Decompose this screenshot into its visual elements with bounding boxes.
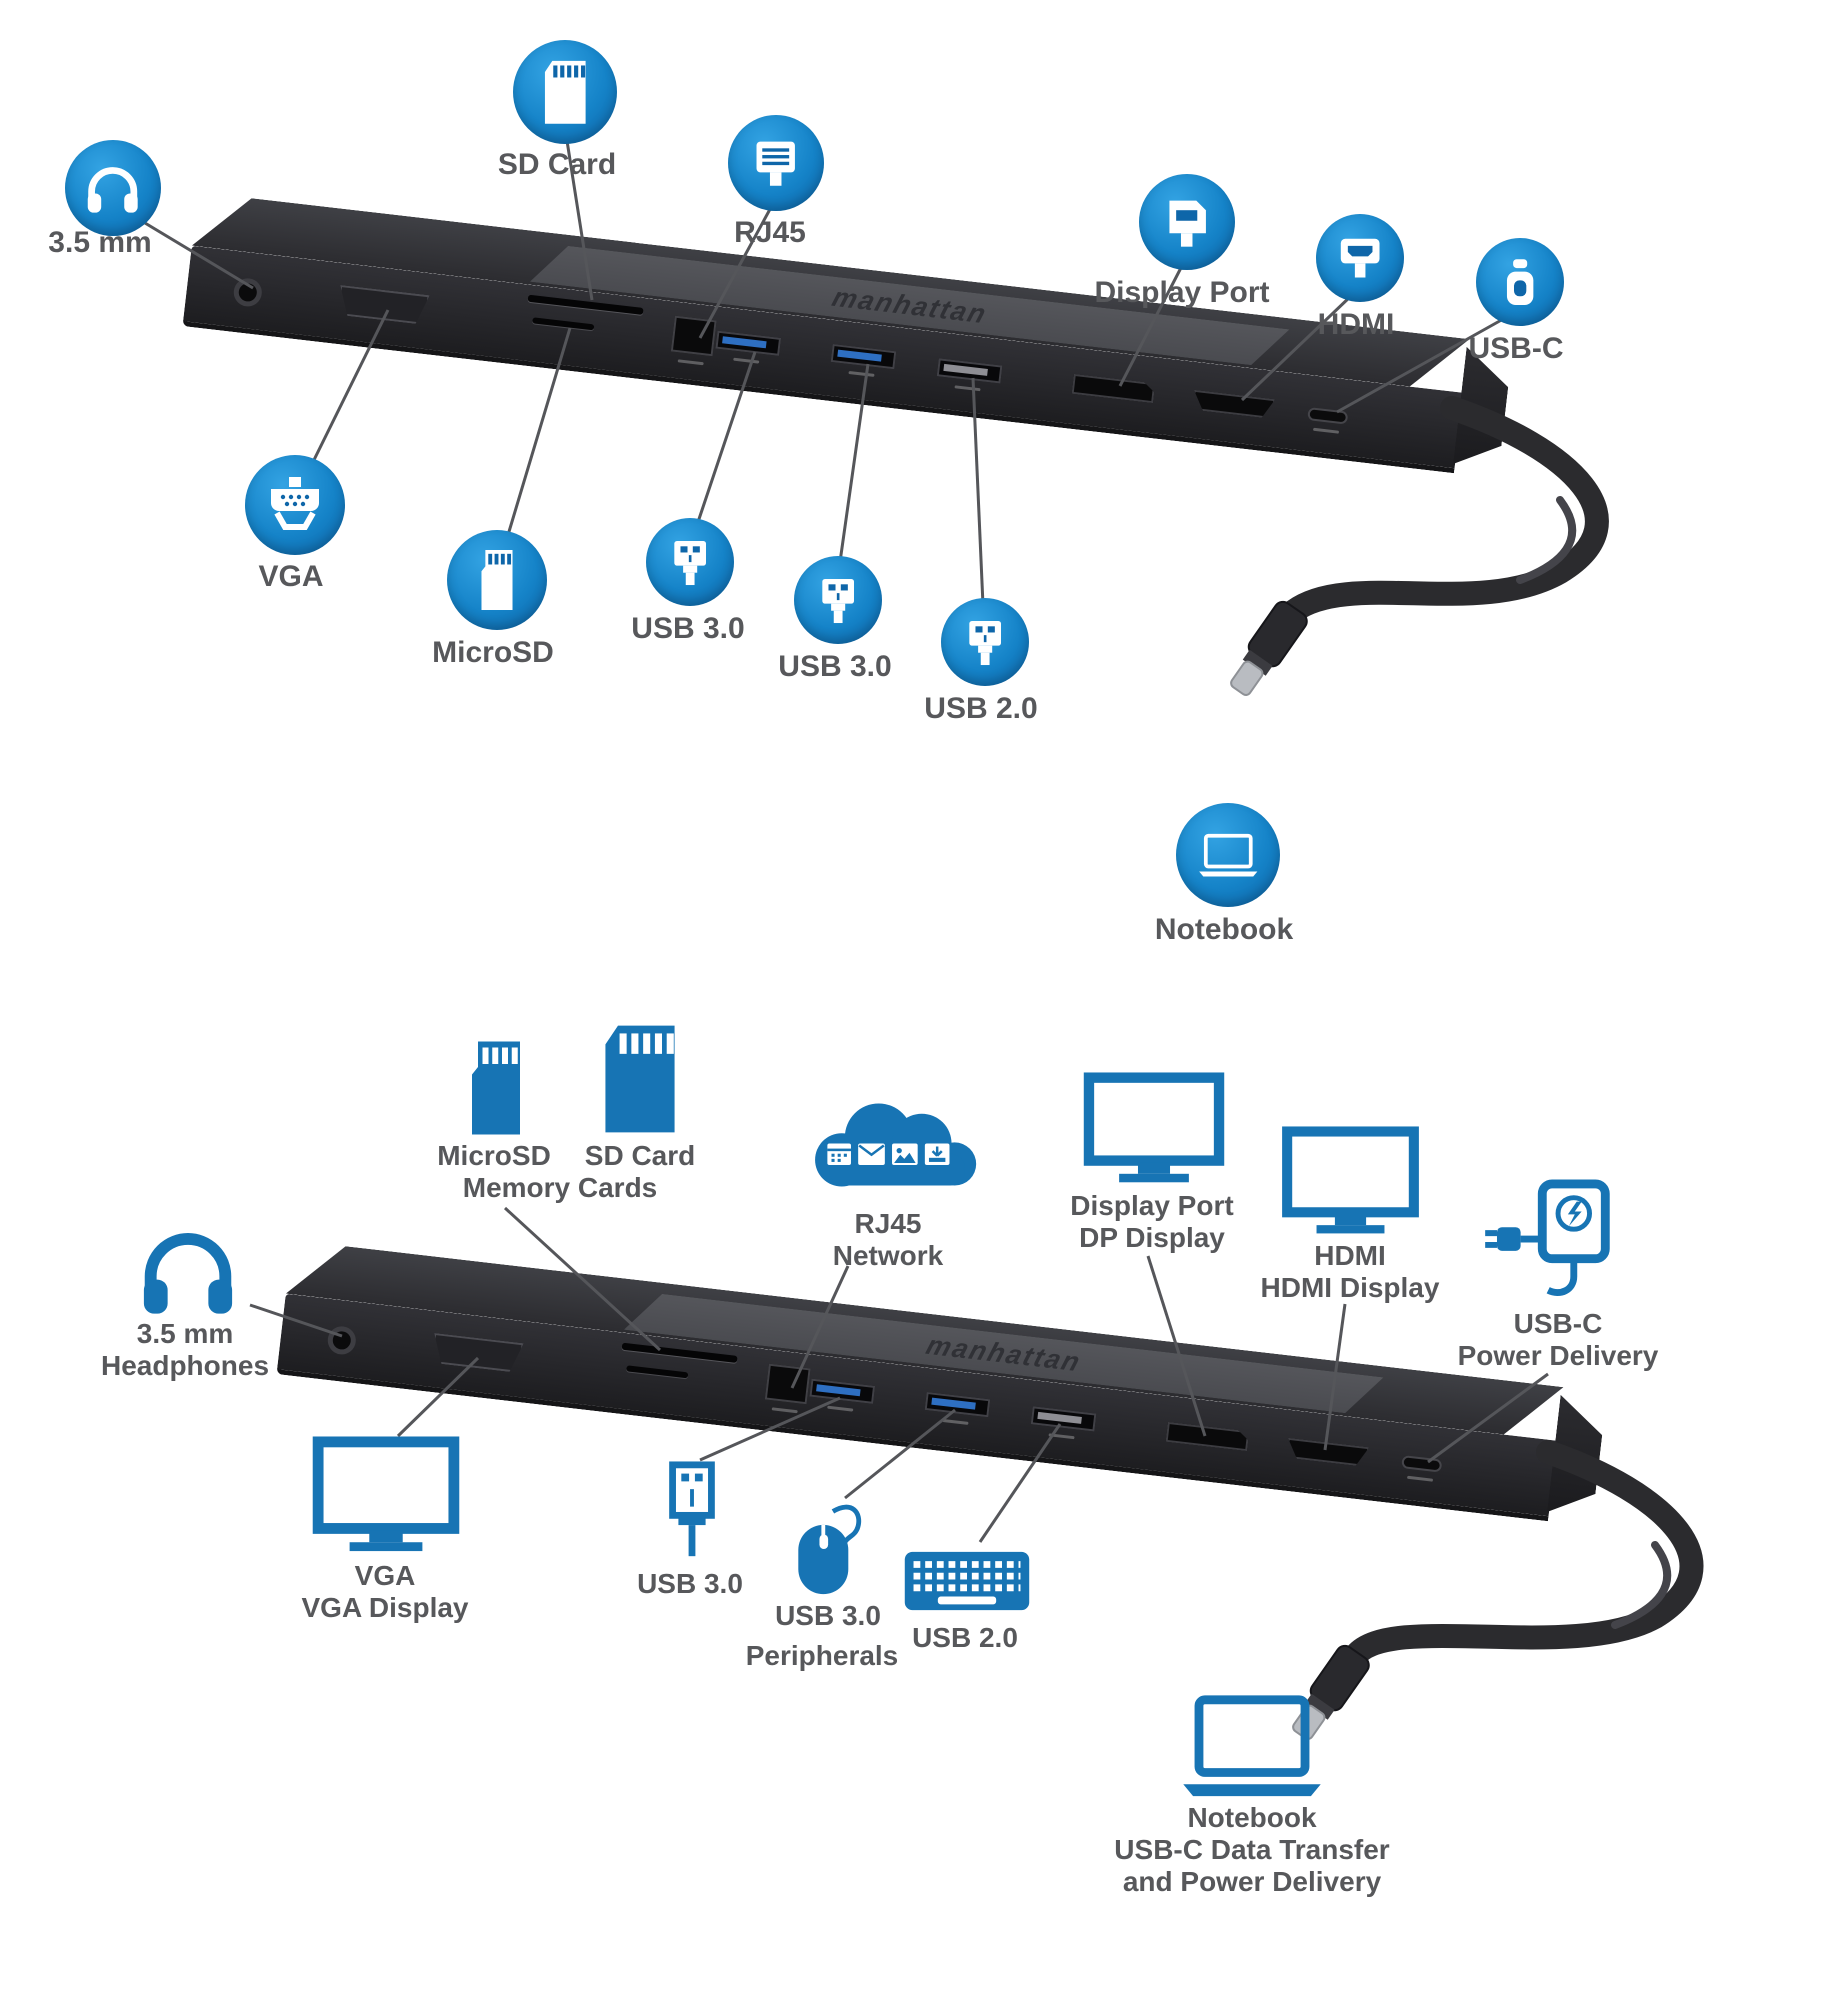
label-usb3-mouse: USB 3.0	[775, 1600, 881, 1631]
dp-monitor-icon	[1080, 1072, 1228, 1187]
microsd-icon	[465, 548, 529, 612]
headphone-jack-port	[326, 1324, 358, 1356]
label-sd-card: SD Card	[497, 148, 617, 181]
displayport-port	[1166, 1422, 1250, 1451]
label-notebook-3: and Power Delivery	[1122, 1866, 1382, 1897]
usb-c-port	[1307, 407, 1349, 425]
rj45-port	[764, 1363, 811, 1405]
label-microsd: MicroSD	[432, 636, 554, 669]
label-headphones-1: 3.5 mm	[136, 1318, 234, 1349]
callout-microsd	[447, 530, 547, 630]
headphones-icon	[128, 1222, 248, 1317]
sd-card-slot	[527, 294, 644, 315]
displayport-icon	[1156, 191, 1217, 252]
usb3-port-2	[830, 343, 897, 370]
notebook-icon	[1172, 1692, 1332, 1800]
callout-rj45	[728, 115, 824, 211]
rj45-icon	[745, 132, 806, 193]
usb-a-icon	[957, 614, 1013, 670]
power-delivery-icon	[1480, 1178, 1640, 1306]
rj45-port	[670, 315, 717, 357]
label-35mm: 3.5 mm	[48, 226, 152, 259]
usb3-port-1	[715, 330, 782, 356]
label-network-2: Network	[832, 1240, 944, 1271]
callout-display-port	[1139, 174, 1235, 270]
dock-top-view: manhattan	[182, 192, 1513, 478]
callout-hdmi	[1316, 214, 1404, 302]
label-notebook: Notebook	[1154, 913, 1294, 946]
hdmi-monitor-icon	[1278, 1126, 1423, 1238]
label-hdmi-1: HDMI	[1314, 1240, 1386, 1271]
label-network-1: RJ45	[854, 1208, 922, 1239]
hdmi-port	[1192, 390, 1276, 419]
hdmi-port	[1286, 1438, 1370, 1467]
label-notebook-1: Notebook	[1187, 1802, 1317, 1833]
usb-plug-icon	[662, 1460, 722, 1562]
displayport-port	[1072, 374, 1156, 403]
label-hdmi: HDMI	[1317, 308, 1395, 341]
label-pd-1: USB-C	[1513, 1308, 1603, 1339]
microsd-slot	[532, 317, 595, 331]
label-vga-1: VGA	[354, 1560, 416, 1591]
usb2-port	[1030, 1406, 1097, 1432]
vga-port	[431, 1333, 524, 1373]
label-vga: VGA	[258, 560, 324, 593]
sd-card-icon	[596, 1020, 684, 1138]
label-display-port: Display Port	[1094, 276, 1270, 309]
mouse-icon	[790, 1498, 872, 1598]
label-usb2-kbd: USB 2.0	[912, 1622, 1018, 1653]
label-usb3-b: USB 3.0	[778, 650, 892, 683]
label-memory-caption: Memory Cards	[462, 1172, 658, 1203]
usb-a-icon	[810, 572, 866, 628]
usb-a-icon	[662, 534, 718, 590]
headphones-icon	[82, 157, 143, 218]
vga-monitor-icon	[312, 1436, 460, 1556]
label-rj45: RJ45	[734, 216, 806, 249]
label-dp-2: DP Display	[1079, 1222, 1225, 1253]
usb2-port	[936, 358, 1003, 384]
vga-port	[337, 285, 430, 325]
headphone-jack-port	[232, 276, 264, 308]
callout-vga	[245, 455, 345, 555]
label-headphones-2: Headphones	[100, 1350, 270, 1381]
label-usb2: USB 2.0	[924, 692, 1038, 725]
sd-card-icon	[532, 59, 599, 126]
callout-35mm	[65, 140, 161, 236]
sd-card-slot	[621, 1342, 738, 1363]
label-pd-2: Power Delivery	[1457, 1340, 1659, 1371]
vga-icon	[263, 473, 327, 537]
usb3-port-1	[809, 1378, 876, 1404]
callout-notebook	[1176, 803, 1280, 907]
notebook-icon	[1195, 822, 1262, 889]
dock-end-cap	[1547, 1395, 1606, 1518]
callout-usb3-b	[794, 556, 882, 644]
keyboard-icon	[902, 1546, 1032, 1616]
usb3-port-2	[924, 1391, 991, 1418]
label-peripherals: Peripherals	[745, 1640, 899, 1671]
label-dp-1: Display Port	[1070, 1190, 1234, 1221]
label-usb-c: USB-C	[1468, 332, 1564, 365]
microsd-slot	[626, 1365, 689, 1379]
usb-c-connector-icon	[1230, 600, 1308, 696]
hdmi-icon	[1332, 230, 1388, 286]
label-usb3-plug: USB 3.0	[637, 1568, 743, 1599]
label-usb3-a: USB 3.0	[631, 612, 745, 645]
callout-usb-c	[1476, 238, 1564, 326]
label-notebook-2: USB-C Data Transfer	[1114, 1834, 1390, 1865]
callout-usb3-a	[646, 518, 734, 606]
label-memory-sd: SD Card	[584, 1140, 696, 1171]
callout-usb2	[941, 598, 1029, 686]
label-vga-2: VGA Display	[301, 1592, 469, 1623]
cloud-network-icon	[766, 1086, 1016, 1204]
label-hdmi-2: HDMI Display	[1260, 1272, 1440, 1303]
microsd-card-icon	[460, 1038, 532, 1138]
label-memory-microsd: MicroSD	[437, 1140, 551, 1171]
usb-c-icon	[1492, 254, 1548, 310]
usb-c-port	[1401, 1455, 1443, 1473]
callout-sd-card	[513, 40, 617, 144]
